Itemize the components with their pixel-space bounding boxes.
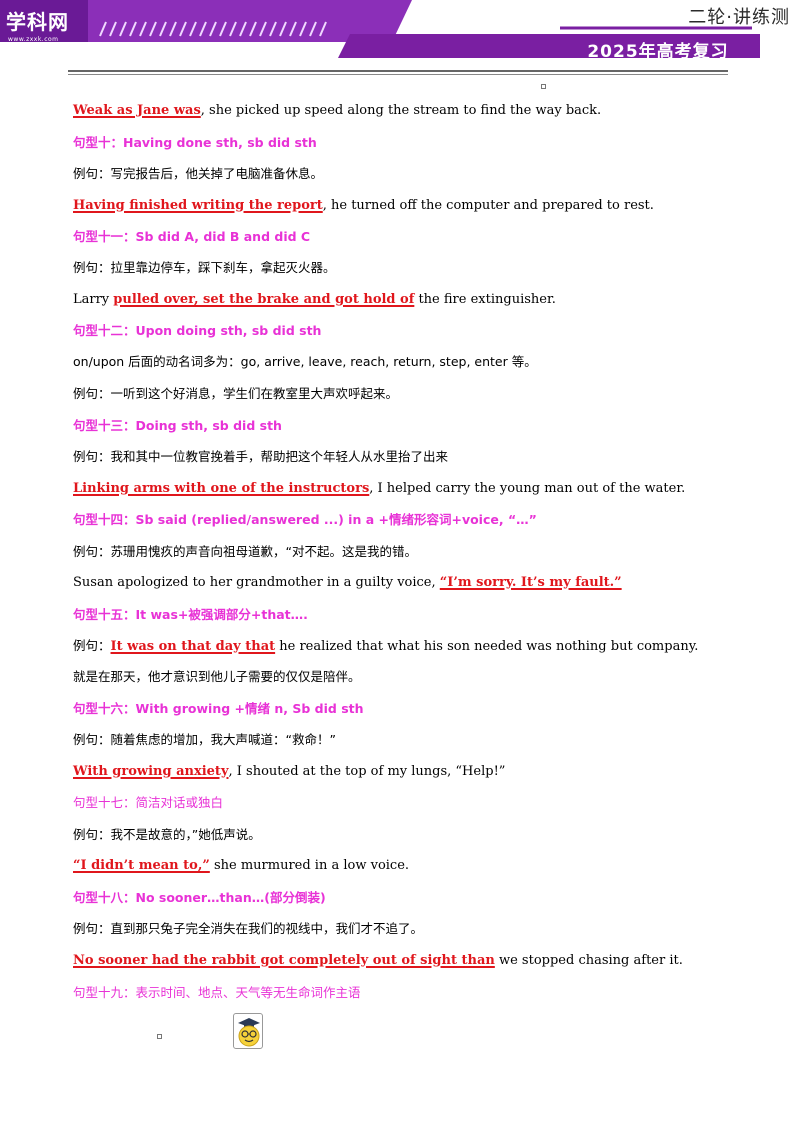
anchor-mark [541, 84, 546, 89]
chinese-example: 例句：我不是故意的，”她低声说。 [73, 827, 261, 842]
chinese-example: 例句：拉里靠边停车，踩下刹车，拿起灭火器。 [73, 260, 336, 275]
anchor-mark [157, 1034, 162, 1039]
example-sentence: Susan apologized to her grandmother in a… [73, 574, 622, 592]
chinese-example: 例句：直到那只兔子完全消失在我们的视线中，我们才不追了。 [73, 921, 424, 936]
pattern-heading-14: 句型十四：Sb said (replied/answered ...) in a… [73, 512, 537, 527]
sentence-text: Susan apologized to her grandmother in a… [73, 575, 440, 590]
example-sentence: Weak as Jane was, she picked up speed al… [73, 102, 601, 120]
sentence-text: , I shouted at the top of my lungs, “Hel… [228, 764, 506, 779]
series-title: 二轮·讲练测 [688, 7, 790, 28]
highlight-phrase: “I’m sorry. It’s my fault.” [439, 575, 622, 590]
pattern-heading-11: 句型十一：Sb did A, did B and did C [73, 229, 311, 244]
site-logo: 学科网 [6, 10, 69, 34]
sentence-text: we stopped chasing after it. [494, 953, 683, 968]
chinese-translation: 就是在那天，他才意识到他儿子需要的仅仅是陪伴。 [73, 669, 361, 684]
usage-note: on/upon 后面的动名词多为：go, arrive, leave, reac… [73, 354, 537, 369]
example-sentence: Larry pulled over, set the brake and got… [73, 291, 556, 309]
pattern-heading-16: 句型十六：With growing +情绪 n, Sb did sth [73, 701, 364, 716]
year-title: 2025年高考复习 [587, 42, 729, 62]
pattern-heading-17: 句型十七：简洁对话或独白 [73, 795, 224, 810]
highlight-phrase: It was on that day that [110, 639, 276, 654]
pattern-heading-13: 句型十三：Doing sth, sb did sth [73, 418, 282, 433]
pattern-heading-12: 句型十二：Upon doing sth, sb did sth [73, 323, 322, 338]
chinese-example: 例句：我和其中一位教官挽着手，帮助把这个年轻人从水里抬了出来 [73, 449, 449, 464]
sentence-text: , I helped carry the young man out of th… [369, 481, 686, 496]
highlight-phrase: Linking arms with one of the instructors [73, 481, 370, 496]
chinese-example: 例句：一听到这个好消息，学生们在教室里大声欢呼起来。 [73, 386, 399, 401]
pattern-heading-19: 句型十九：表示时间、地点、天气等无生命词作主语 [73, 985, 361, 1000]
example-sentence: Linking arms with one of the instructors… [73, 480, 685, 498]
highlight-phrase: Weak as Jane was [73, 103, 201, 118]
chinese-example: 例句：苏珊用愧疚的声音向祖母道歉，“对不起。这是我的错。 [73, 544, 417, 559]
example-sentence: No sooner had the rabbit got completely … [73, 952, 683, 970]
example-sentence: With growing anxiety, I shouted at the t… [73, 763, 505, 781]
header-rule-thin [68, 74, 728, 75]
sentence-text: he realized that what his son needed was… [275, 639, 699, 654]
banner-graphic [0, 0, 760, 58]
chinese-example: 例句：写完报告后，他关掉了电脑准备休息。 [73, 166, 324, 181]
logo-url: www.zxxk.com [8, 36, 59, 43]
pattern-heading-10: 句型十：Having done sth, sb did sth [73, 135, 317, 150]
highlight-phrase: With growing anxiety [73, 764, 229, 779]
chinese-example: 例句：随着焦虑的增加，我大声喊道：“救命！” [73, 732, 336, 747]
highlight-phrase: “I didn’t mean to,” [73, 858, 210, 873]
highlight-phrase: No sooner had the rabbit got completely … [73, 953, 495, 968]
example-sentence: “I didn’t mean to,” she murmured in a lo… [73, 857, 409, 875]
sentence-text: the fire extinguisher. [414, 292, 556, 307]
example-sentence: Having finished writing the report, he t… [73, 197, 654, 215]
example-label: 例句： [73, 638, 111, 653]
header-rule-thick [68, 70, 728, 72]
highlight-phrase: pulled over, set the brake and got hold … [113, 292, 415, 307]
example-sentence: 例句：It was on that day that he realized t… [73, 637, 698, 656]
highlight-phrase: Having finished writing the report [73, 198, 323, 213]
sentence-text: , she picked up speed along the stream t… [200, 103, 602, 118]
sentence-text: she murmured in a low voice. [209, 858, 410, 873]
pattern-heading-15: 句型十五：It was+被强调部分+that…. [73, 607, 308, 622]
header-banner: 学科网 www.zxxk.com 二轮·讲练测 2025年高考复习 [0, 0, 800, 66]
pattern-heading-18: 句型十八：No sooner…than…(部分倒装) [73, 890, 326, 905]
sentence-text: , he turned off the computer and prepare… [322, 198, 654, 213]
sentence-text: Larry [73, 292, 114, 307]
scholar-emoji-icon [233, 1013, 263, 1049]
